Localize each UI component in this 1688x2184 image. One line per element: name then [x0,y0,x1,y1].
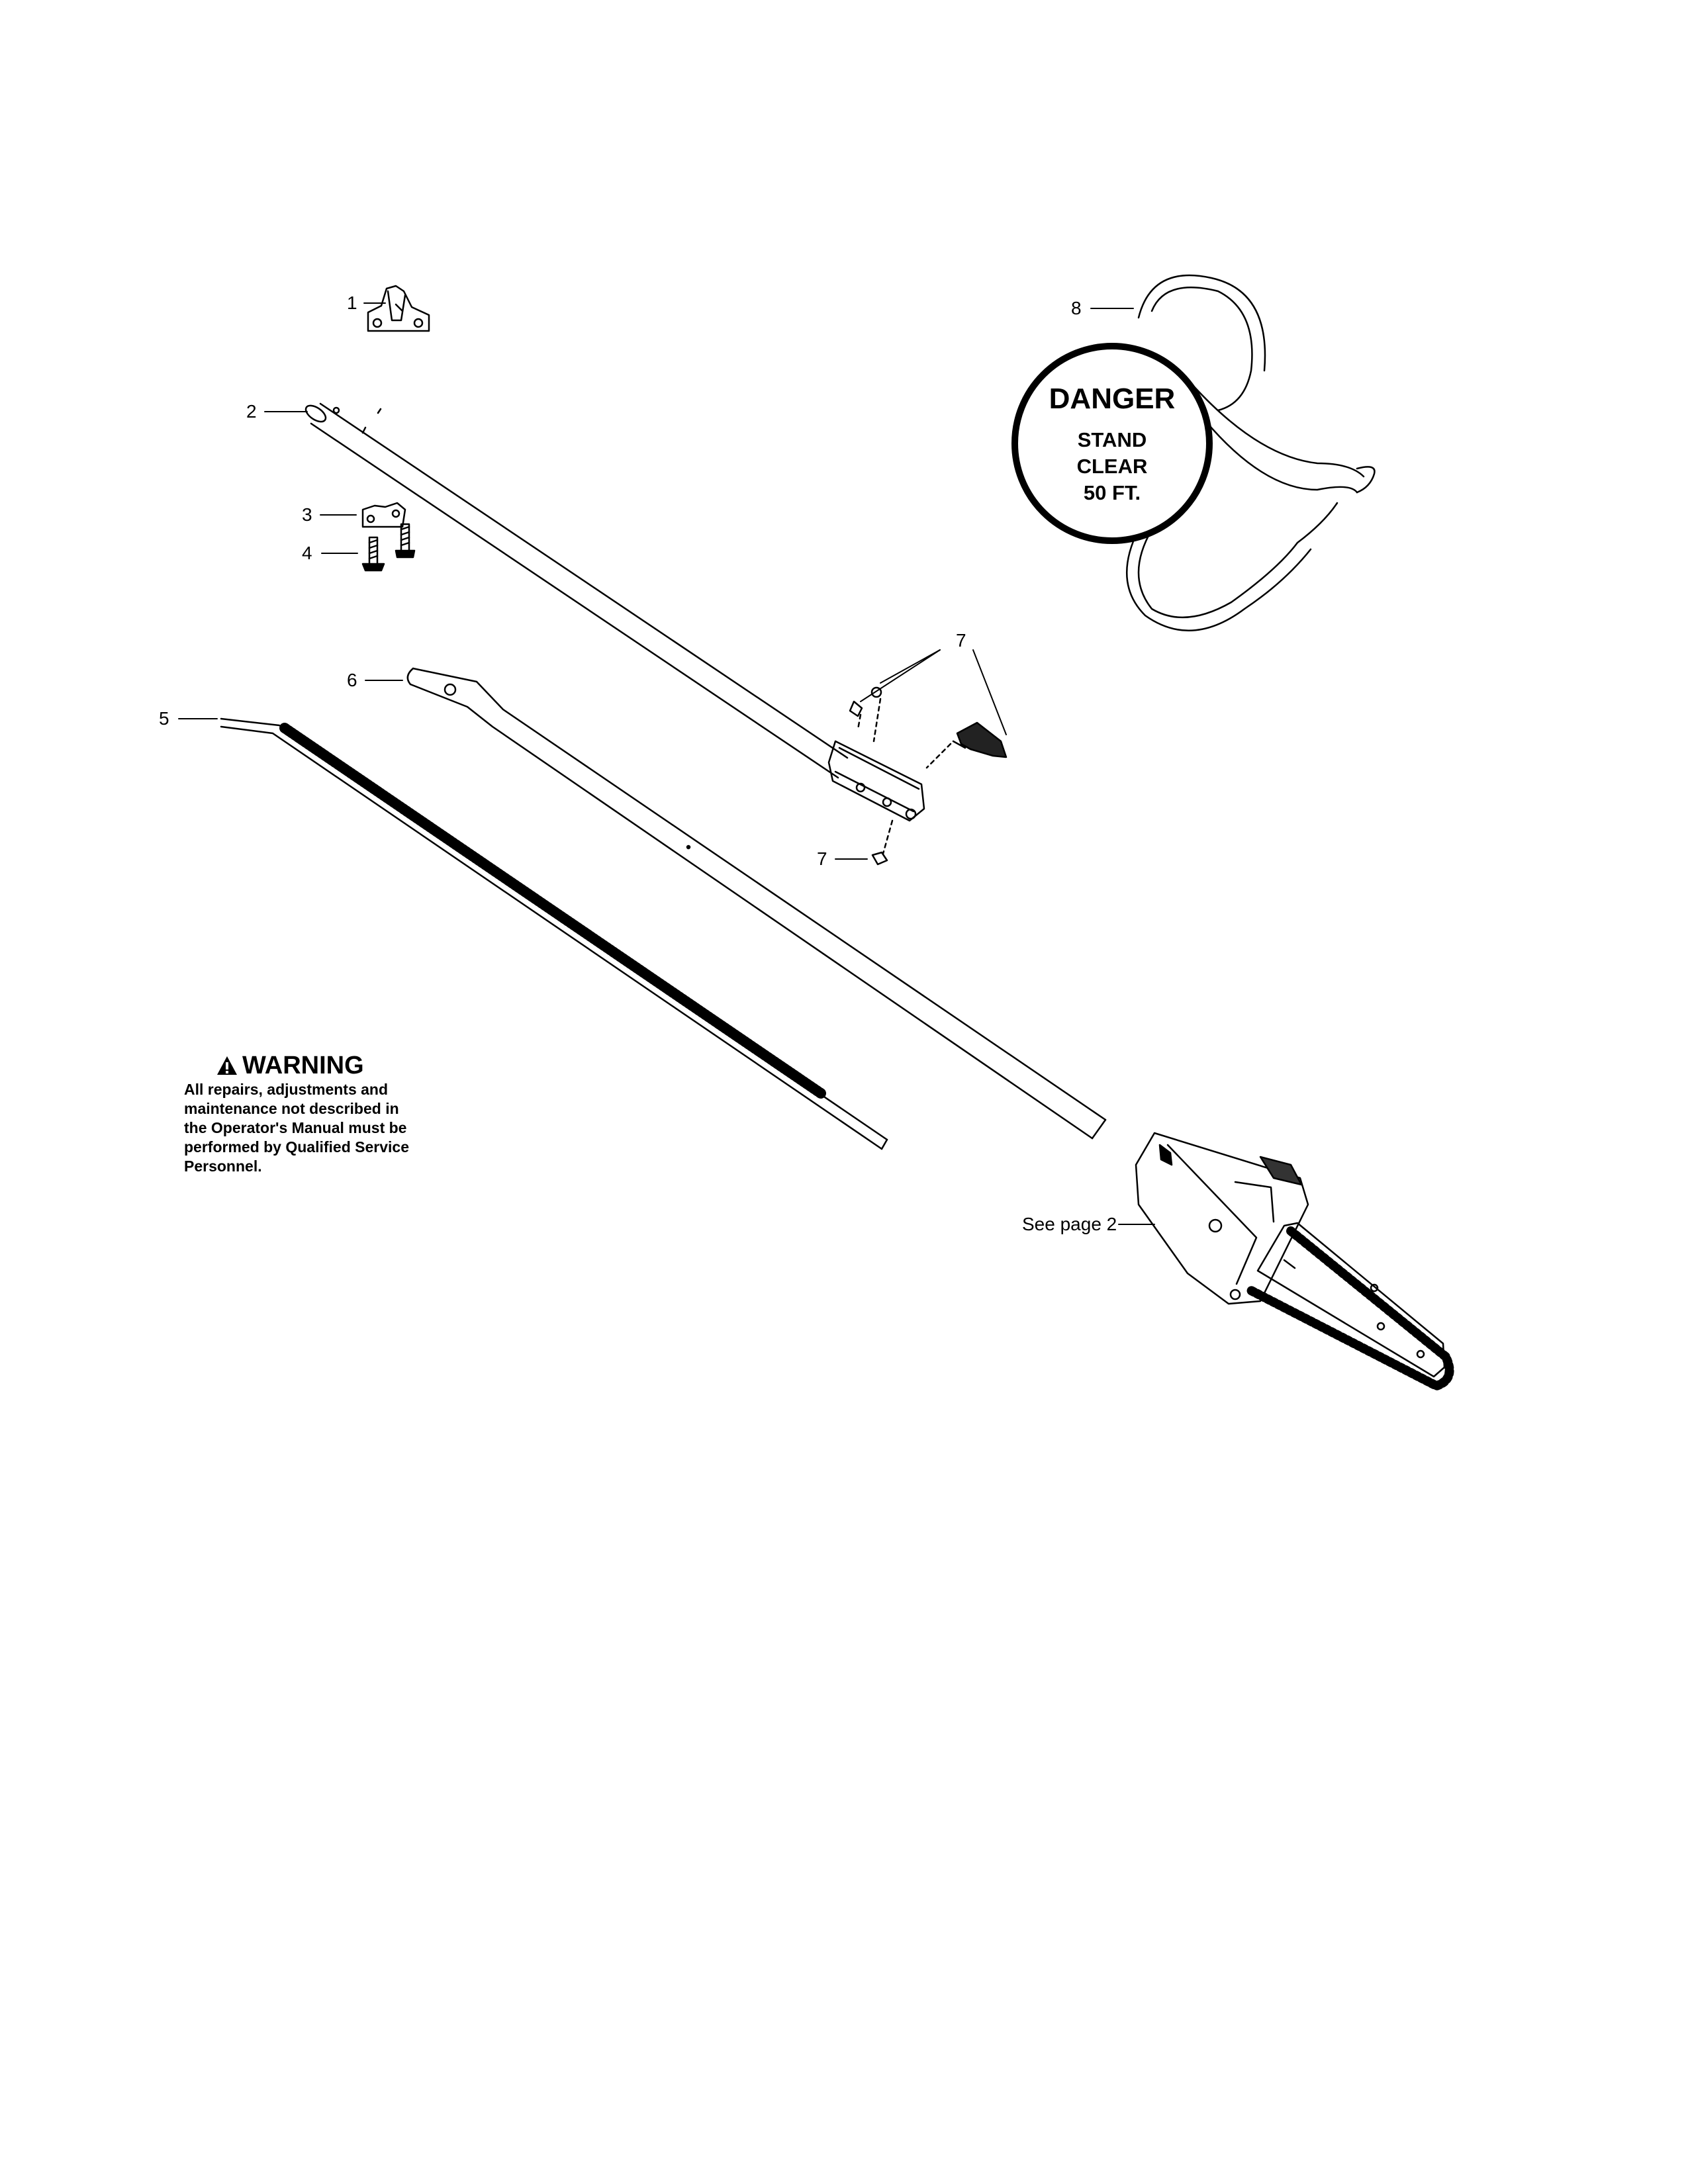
warning-body: All repairs, adjustments and maintenance… [184,1081,410,1175]
warning-title: WARNING [242,1052,364,1079]
part-2-upper-shaft [305,402,849,779]
leader-lines [178,302,1155,1225]
callout-1: 1 [347,293,357,313]
part-5-drive-shaft [220,717,888,1150]
part-6-lower-shaft [406,667,1107,1140]
part-1-handle-clamp [367,285,430,332]
part-3-clamp [361,502,406,528]
callout-5: 5 [159,708,169,729]
callout-6: 6 [347,670,357,690]
warning-notice: WARNING All repairs, adjustments and mai… [184,1052,469,1176]
callout-7-lower: 7 [817,848,827,869]
see-page-reference: See page 2 [1022,1214,1117,1234]
shaft-coupler-housing [827,686,1008,866]
callout-4: 4 [302,543,312,563]
callout-8: 8 [1071,298,1082,318]
warning-title-row: WARNING [216,1052,469,1079]
warning-triangle-icon [217,1056,237,1075]
callout-3: 3 [302,504,312,525]
part-8-harness-strap [1011,274,1376,631]
danger-line-stand: STAND [1077,428,1147,451]
pole-saw-head [1135,1132,1454,1390]
callout-2: 2 [246,401,257,422]
part-4-screws [361,523,416,572]
danger-heading: DANGER [1049,383,1176,415]
callout-7-upper: 7 [956,630,966,651]
danger-line-clear: CLEAR [1076,455,1148,478]
danger-line-distance: 50 FT. [1083,481,1141,504]
